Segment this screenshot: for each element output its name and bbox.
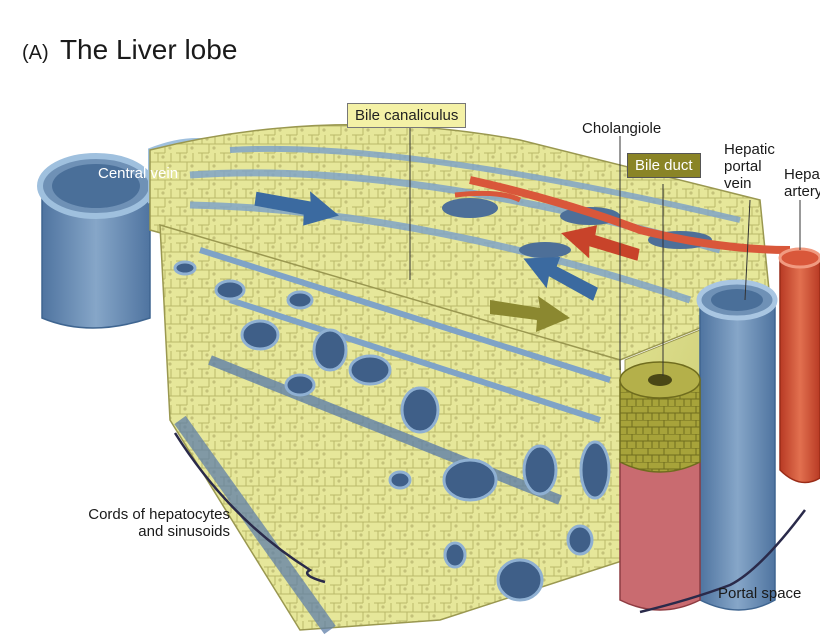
panel-letter: (A) <box>22 42 49 64</box>
hepatic-artery-label: Hepa artery <box>784 166 820 200</box>
hepatic-artery-line-1: Hepa <box>784 166 820 183</box>
cords-label-line-2: and sinusoids <box>66 523 230 540</box>
figure-title-text: The Liver lobe <box>60 34 237 65</box>
hepatic-portal-vein-label: Hepatic portal vein <box>724 141 775 192</box>
bile-canaliculus-label: Bile canaliculus <box>347 103 466 128</box>
cholangiole-label: Cholangiole <box>582 120 661 137</box>
hepatic-portal-vein-line-3: vein <box>724 175 775 192</box>
hepatic-portal-vein-line-1: Hepatic <box>724 141 775 158</box>
central-vein-label: Central vein <box>98 165 178 182</box>
figure-title: (A) The Liver lobe <box>22 34 237 66</box>
hepatic-portal-vein-structure <box>699 282 775 610</box>
hepatic-artery-line-2: artery <box>784 183 820 200</box>
cords-label-line-1: Cords of hepatocytes <box>66 506 230 523</box>
portal-space-label: Portal space <box>718 585 801 602</box>
bile-duct-label: Bile duct <box>627 153 701 178</box>
hepatic-portal-vein-line-2: portal <box>724 158 775 175</box>
cords-label: Cords of hepatocytes and sinusoids <box>66 506 230 540</box>
bile-duct-structure <box>620 362 700 610</box>
